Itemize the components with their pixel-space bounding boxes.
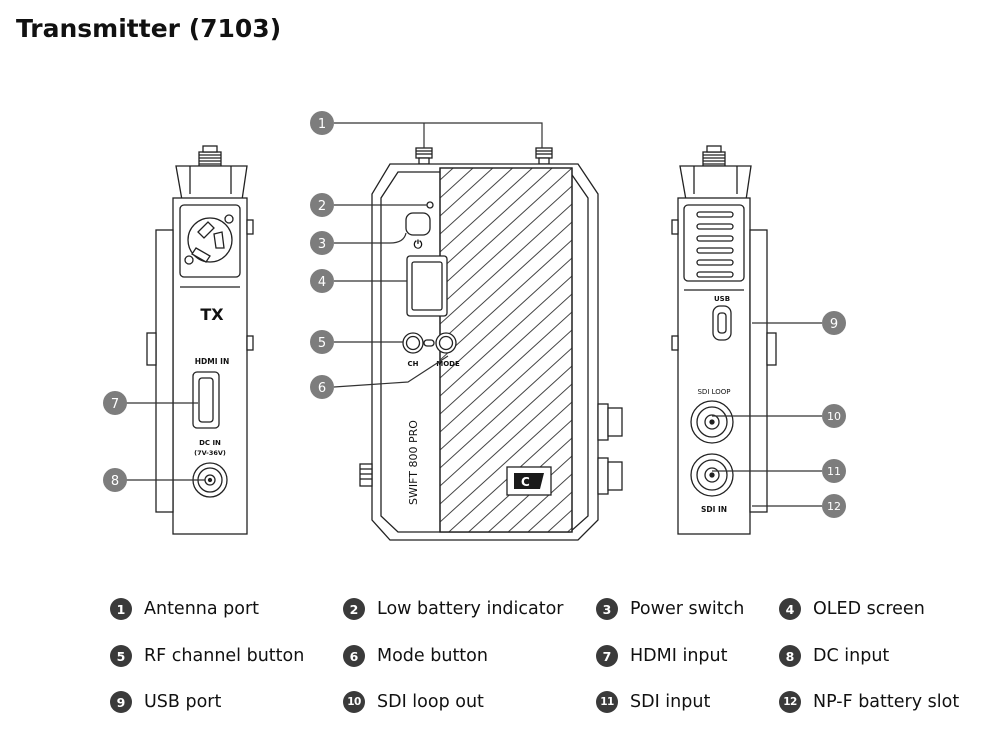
- callout-7: 7: [103, 391, 127, 415]
- sdi-in-port[interactable]: [690, 453, 734, 497]
- svg-text:4: 4: [318, 275, 326, 290]
- svg-text:2: 2: [318, 199, 326, 214]
- svg-text:9: 9: [830, 317, 838, 332]
- svg-text:8: 8: [111, 474, 119, 489]
- mode-button[interactable]: [435, 332, 457, 354]
- callout-9: 9: [822, 311, 846, 335]
- sdi-in-label: SDI IN: [701, 505, 727, 514]
- callout-3: 3: [310, 231, 334, 255]
- callout-8: 8: [103, 468, 127, 492]
- svg-text:11: 11: [827, 465, 841, 478]
- hdmi-port[interactable]: [192, 371, 220, 429]
- right-antenna-connector: [702, 145, 726, 167]
- callout-1: 1: [310, 111, 334, 135]
- front-bnc-connectors: [597, 403, 623, 495]
- page-title: Transmitter (7103): [16, 14, 282, 43]
- svg-text:7: 7: [111, 397, 119, 412]
- callouts: 1 2 3 4 5 6 7 8 9 10 11 12: [103, 111, 846, 518]
- front-antenna-right: [535, 147, 553, 165]
- ch-label: CH: [408, 360, 419, 368]
- tx-label: TX: [200, 305, 224, 324]
- left-antenna-connector: [198, 145, 222, 167]
- svg-text:3: 3: [318, 237, 326, 252]
- sdi-loop-label: SDI LOOP: [697, 388, 730, 396]
- power-switch[interactable]: [405, 212, 431, 236]
- ch-button[interactable]: [402, 332, 424, 354]
- front-antenna-left: [415, 147, 433, 165]
- hdmi-in-label: HDMI IN: [195, 357, 229, 366]
- dc-range-label: (7V-36V): [194, 449, 226, 457]
- svg-text:6: 6: [318, 381, 326, 396]
- right-side-view: USB SDI LOOP SDI IN: [671, 145, 777, 535]
- svg-text:C: C: [521, 475, 530, 489]
- sdi-loop-port[interactable]: [690, 400, 734, 444]
- front-side-knob: [359, 463, 373, 487]
- leader-lines: [126, 122, 822, 507]
- usb-label: USB: [714, 295, 730, 303]
- callout-5: 5: [310, 330, 334, 354]
- callout-11: 11: [822, 459, 846, 483]
- oled-screen: [406, 255, 448, 317]
- model-name: SWIFT 800 PRO: [407, 420, 420, 505]
- callout-10: 10: [822, 404, 846, 428]
- callout-2: 2: [310, 193, 334, 217]
- left-side-view: TX HDMI IN DC IN (7V-36V): [146, 145, 254, 535]
- svg-text:12: 12: [827, 500, 841, 513]
- usb-port[interactable]: [712, 305, 732, 341]
- svg-text:5: 5: [318, 336, 326, 351]
- dc-in-label: DC IN: [199, 439, 221, 447]
- brand-logo: C: [506, 466, 552, 496]
- svg-text:1: 1: [318, 117, 326, 132]
- callout-6: 6: [310, 375, 334, 399]
- mode-label: MODE: [436, 360, 460, 368]
- svg-text:10: 10: [827, 410, 841, 423]
- callout-4: 4: [310, 269, 334, 293]
- front-view: C ⏻ CH MODE SWIFT 800 PRO: [359, 147, 623, 541]
- callout-12: 12: [822, 494, 846, 518]
- power-symbol: ⏻: [414, 238, 423, 251]
- cooling-vents: [696, 211, 734, 278]
